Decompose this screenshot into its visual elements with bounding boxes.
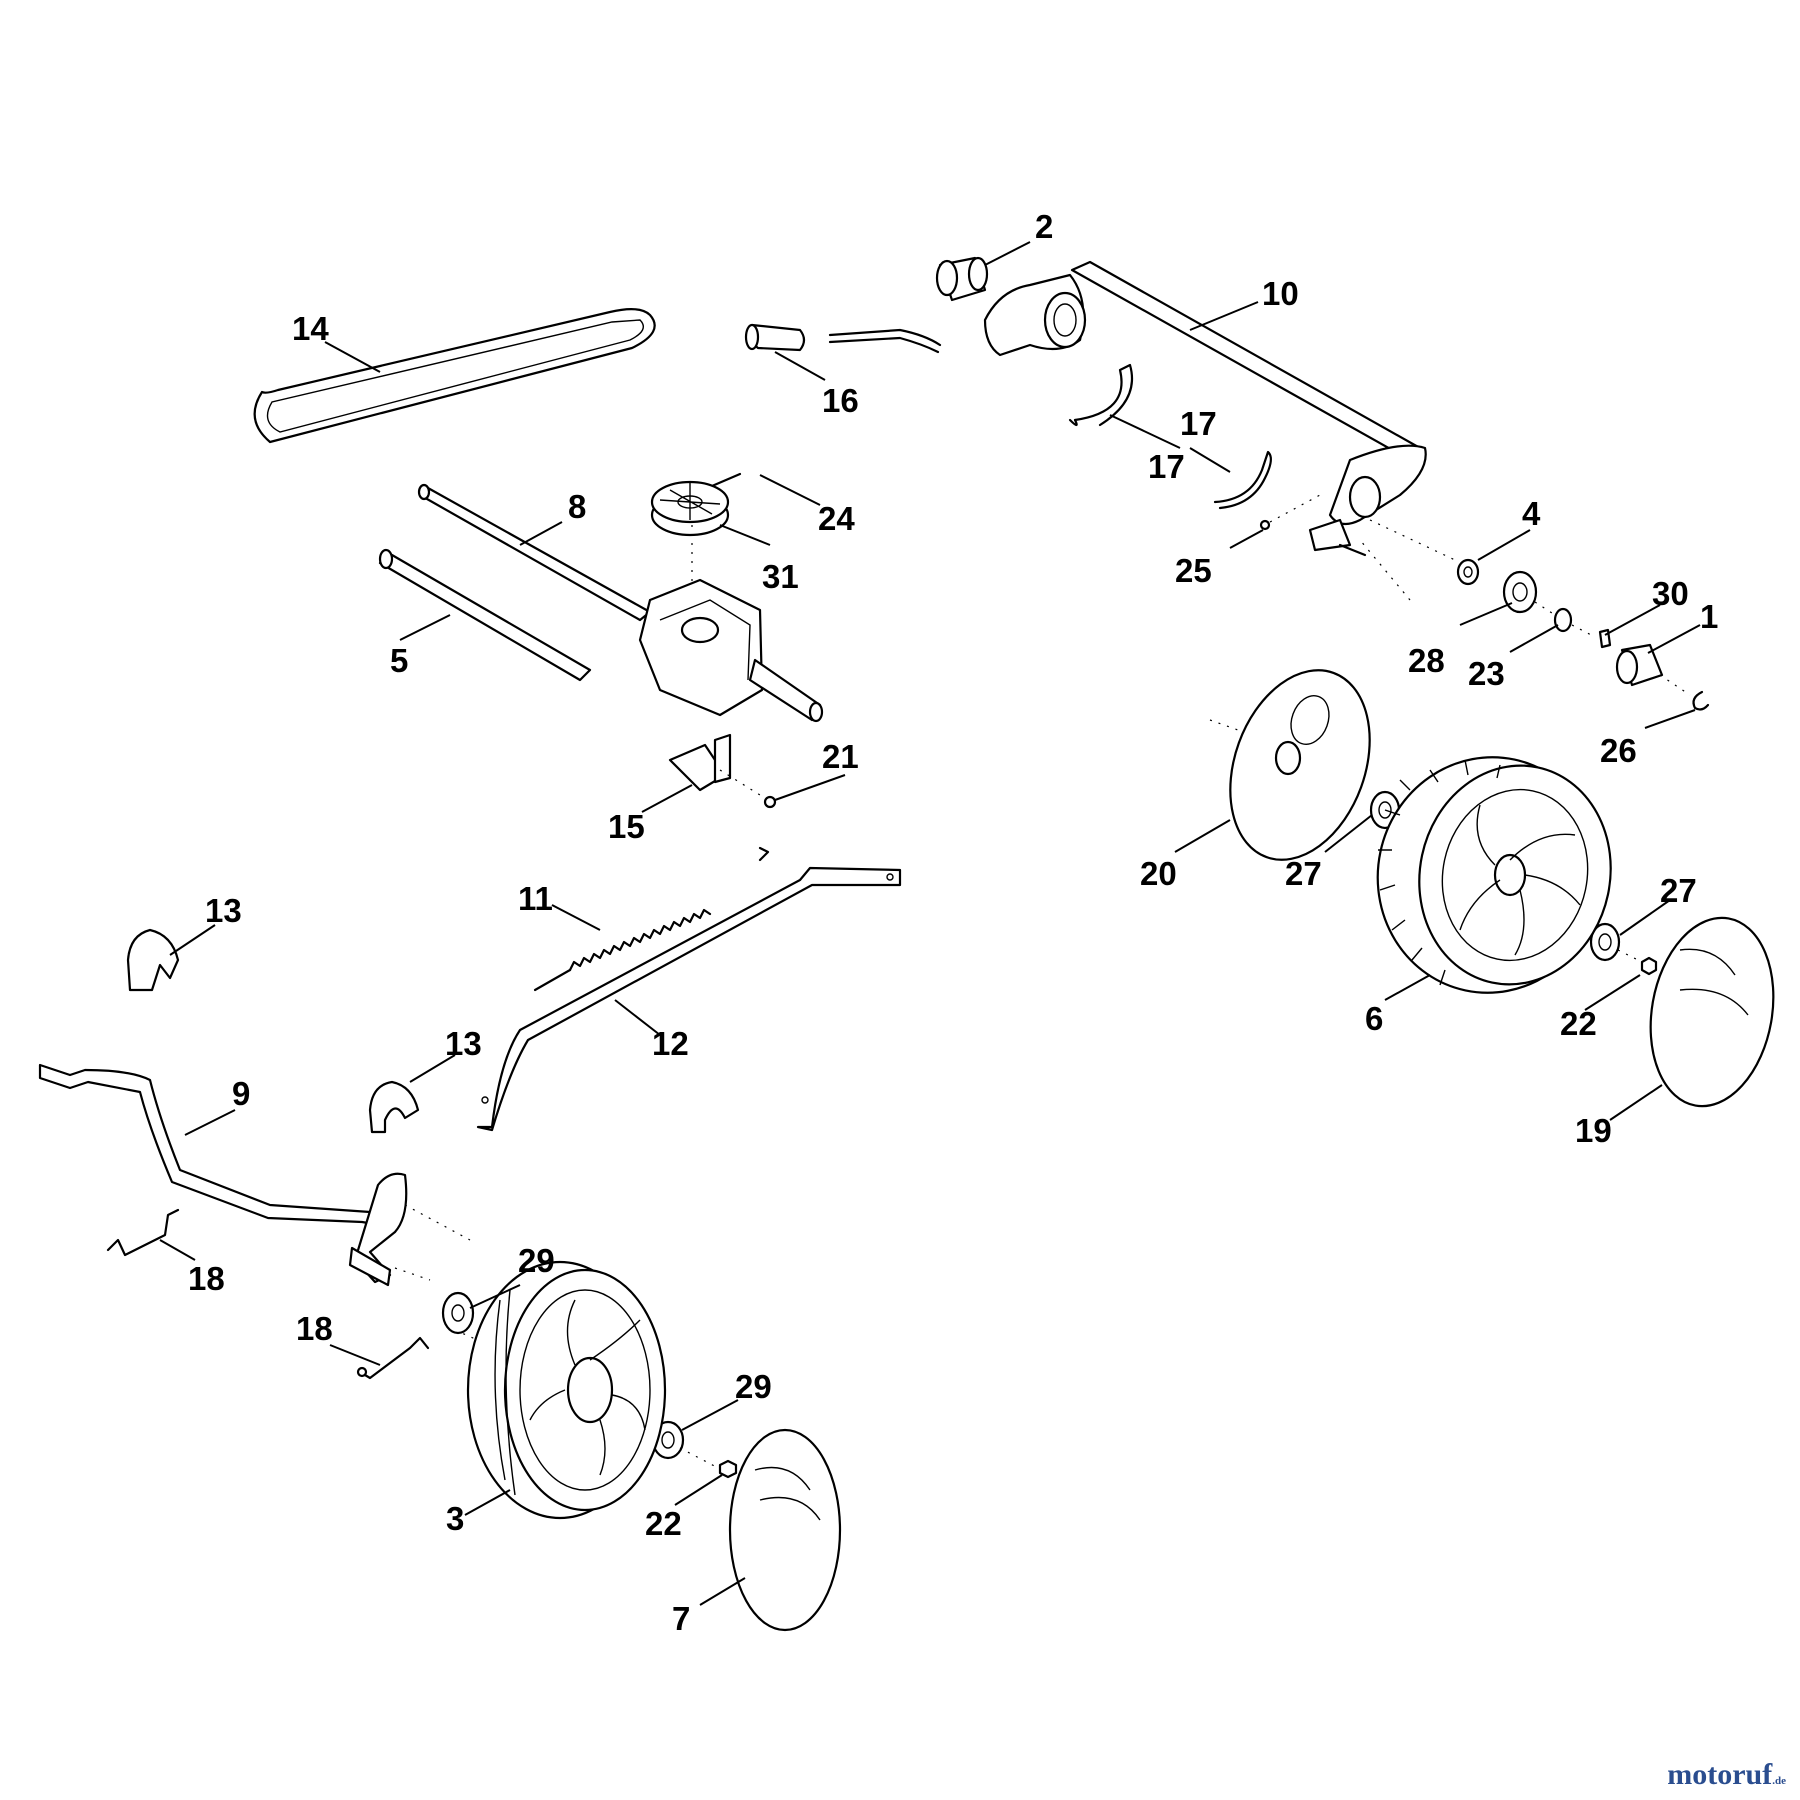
callout-17-upper: 17 xyxy=(1180,405,1217,442)
hubcap-front xyxy=(728,1428,842,1632)
callout-2: 2 xyxy=(1035,208,1053,245)
bushing-front-outer xyxy=(651,1420,723,1471)
pin xyxy=(710,472,742,488)
callout-8: 8 xyxy=(568,488,586,525)
callout-6: 6 xyxy=(1365,1000,1383,1037)
callout-27-inner: 27 xyxy=(1285,855,1322,892)
callout-22-front: 22 xyxy=(645,1505,682,1542)
callout-17-lower: 17 xyxy=(1148,448,1185,485)
bushing-front-inner xyxy=(441,1291,501,1351)
callout-20: 20 xyxy=(1140,855,1177,892)
callout-18-right: 18 xyxy=(296,1310,333,1347)
washer xyxy=(1369,519,1480,586)
callout-22-rear: 22 xyxy=(1560,1005,1597,1042)
callout-1: 1 xyxy=(1700,598,1718,635)
brand-tld: .de xyxy=(1772,1775,1786,1787)
clip-lower xyxy=(368,1080,420,1134)
brand-name: motoruf xyxy=(1667,1758,1773,1791)
leader-lines xyxy=(159,241,1701,1606)
callout-18-left: 18 xyxy=(188,1260,225,1297)
wire-spring-right xyxy=(356,1336,430,1380)
rear-wheel xyxy=(1376,756,1612,994)
callout-30: 30 xyxy=(1652,575,1689,612)
clip-upper xyxy=(126,928,180,992)
callout-19: 19 xyxy=(1575,1112,1612,1149)
rear-axle-bracket xyxy=(828,260,1427,557)
gearbox xyxy=(638,525,824,723)
tension-spring xyxy=(533,846,770,992)
callout-23: 23 xyxy=(1468,655,1505,692)
bearing xyxy=(1502,570,1556,616)
callout-16: 16 xyxy=(822,382,859,419)
callout-14: 14 xyxy=(292,310,329,347)
drive-pinion-rear xyxy=(1615,643,1691,696)
callout-4: 4 xyxy=(1522,495,1541,532)
callout-13-lower: 13 xyxy=(445,1025,482,1062)
callout-3: 3 xyxy=(446,1500,464,1537)
nut-front xyxy=(718,1459,738,1479)
drive-pinion-top xyxy=(935,256,989,302)
e-clip xyxy=(1692,690,1710,711)
callout-21: 21 xyxy=(822,738,859,775)
callout-labels: 2 10 14 16 17 17 8 24 25 4 31 5 28 23 30… xyxy=(188,208,1718,1637)
screw xyxy=(719,769,777,809)
callout-31: 31 xyxy=(762,558,799,595)
hubcap-rear xyxy=(1649,916,1775,1108)
callout-26: 26 xyxy=(1600,732,1637,769)
adjust-lever xyxy=(476,866,902,1132)
callout-12: 12 xyxy=(652,1025,689,1062)
bushing-rear-outer xyxy=(1589,922,1643,963)
pulley xyxy=(650,480,730,537)
callout-7: 7 xyxy=(672,1600,690,1637)
callout-25: 25 xyxy=(1175,552,1212,589)
callout-29-inner: 29 xyxy=(518,1242,555,1279)
axle-rod xyxy=(378,548,592,682)
gearbox-bracket xyxy=(668,733,732,792)
callout-15: 15 xyxy=(608,808,645,845)
callout-29-outer: 29 xyxy=(735,1368,772,1405)
nut-rear xyxy=(1640,956,1658,976)
circlip xyxy=(1553,607,1596,638)
callout-28: 28 xyxy=(1408,642,1445,679)
brand-watermark: motoruf.de xyxy=(1667,1758,1786,1792)
front-axle xyxy=(38,1063,471,1287)
callout-11: 11 xyxy=(518,880,553,917)
callout-13-upper: 13 xyxy=(205,892,242,929)
spring-lower xyxy=(1213,450,1272,510)
callout-5: 5 xyxy=(390,642,408,679)
callout-27-outer: 27 xyxy=(1660,872,1697,909)
callout-10: 10 xyxy=(1262,275,1299,312)
callout-24: 24 xyxy=(818,500,855,537)
control-grip xyxy=(744,323,806,352)
small-pin xyxy=(1259,494,1321,531)
front-wheel xyxy=(466,1260,667,1520)
callout-9: 9 xyxy=(232,1075,250,1112)
wire-spring-left xyxy=(106,1208,180,1257)
drive-belt xyxy=(253,308,656,444)
spring-upper xyxy=(1068,363,1134,427)
wheel-disc xyxy=(1209,539,1411,861)
